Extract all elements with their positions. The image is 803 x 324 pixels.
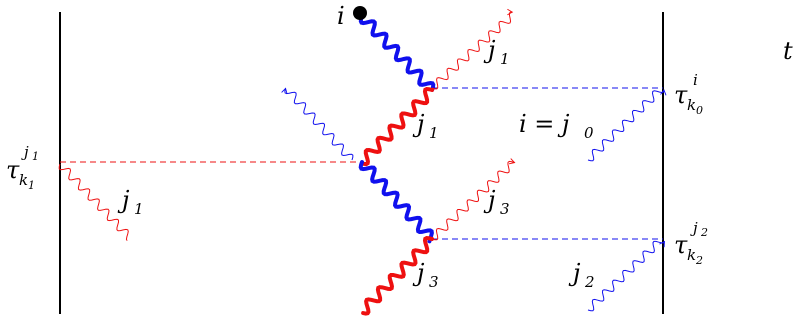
svg-text:k: k — [19, 171, 28, 189]
thin-blue-wavy-j0 — [587, 89, 667, 162]
label-j1-top: j 1 — [483, 36, 510, 68]
label-j3-upper: j 3 — [483, 186, 510, 218]
svg-text:j: j — [21, 143, 29, 161]
svg-text:j: j — [690, 219, 698, 237]
thin-blue-wavy-j2 — [587, 240, 665, 312]
svg-text:j: j — [483, 36, 496, 64]
label-tau-k1-j1: τ j 1 k 1 — [6, 143, 39, 192]
svg-text:i: i — [693, 71, 698, 89]
thin-red-wavy-j1-left — [58, 163, 129, 241]
svg-text:1: 1 — [429, 124, 439, 142]
svg-text:j: j — [117, 186, 130, 214]
svg-text:0: 0 — [584, 124, 594, 142]
label-tau-k2-j2: τ j 2 k 2 — [674, 219, 708, 267]
svg-text:τ: τ — [6, 156, 20, 184]
svg-text:k: k — [687, 246, 696, 264]
svg-text:2: 2 — [700, 226, 708, 239]
label-tau-k0-i: τ i k 0 — [674, 71, 703, 117]
thick-red-wavy-upper — [361, 86, 434, 167]
label-i-top: i — [337, 2, 345, 30]
thin-blue-wavy-upper-left — [281, 87, 354, 161]
svg-text:j: j — [483, 186, 496, 214]
label-j1-left: j 1 — [117, 186, 144, 218]
label-j2: j 2 — [568, 259, 595, 291]
svg-text:3: 3 — [500, 200, 510, 218]
thick-blue-wavy-top — [358, 14, 436, 92]
svg-text:i = j: i = j — [519, 110, 570, 138]
label-t: t — [783, 37, 793, 65]
svg-text:τ: τ — [674, 81, 688, 109]
svg-text:1: 1 — [500, 50, 510, 68]
root-dot — [353, 6, 367, 20]
thin-red-wavy-j3 — [431, 158, 516, 241]
svg-text:3: 3 — [429, 273, 439, 291]
svg-text:1: 1 — [32, 150, 39, 163]
svg-text:1: 1 — [28, 179, 35, 192]
thin-red-wavy-j1-top — [431, 8, 514, 90]
thick-blue-wavy-lower — [358, 160, 434, 244]
svg-text:0: 0 — [696, 104, 703, 117]
thick-red-wavy-bottom — [361, 236, 434, 316]
svg-text:2: 2 — [584, 273, 595, 291]
svg-text:τ: τ — [674, 231, 688, 259]
svg-text:j: j — [568, 259, 581, 287]
svg-text:2: 2 — [695, 254, 703, 267]
label-i-equals-j0: i = j 0 — [519, 110, 594, 142]
svg-text:k: k — [687, 96, 696, 114]
svg-text:1: 1 — [134, 200, 144, 218]
